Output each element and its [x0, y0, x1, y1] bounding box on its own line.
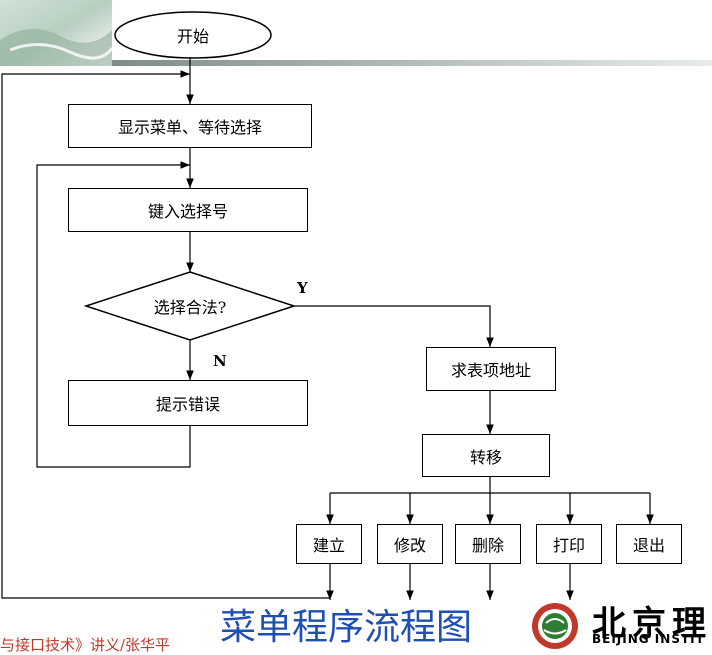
loop-inner — [36, 161, 191, 468]
show-menu-node: 显示菜单、等待选择 — [68, 104, 312, 148]
arrow-decision-lookup — [294, 305, 494, 347]
loop-outer — [1, 70, 330, 599]
start-node-shape — [114, 11, 272, 59]
start-node: 开始 — [176, 27, 209, 46]
error-prompt-node: 提示错误 — [68, 380, 308, 426]
no-label: N — [213, 352, 227, 370]
action-modify: 修改 — [377, 524, 443, 564]
slide-title: 菜单程序流程图 — [220, 607, 473, 648]
yes-label: Y — [297, 279, 308, 297]
header-bar — [112, 60, 712, 66]
university-logo-chinese: 北京理 — [592, 604, 712, 644]
university-logo-english: BEIJING INSTIT — [592, 632, 705, 646]
lookup-address-node: 求表项地址 — [426, 347, 556, 391]
decision-node: 选择合法? — [153, 298, 227, 317]
action-build: 建立 — [296, 524, 362, 564]
action-quit: 退出 — [616, 524, 682, 564]
footer-text: 与接口技术》讲义/张华平 — [0, 636, 171, 654]
action-print: 打印 — [536, 524, 602, 564]
university-emblem-icon — [532, 603, 578, 649]
decision-node-shape — [83, 271, 297, 341]
action-delete: 删除 — [455, 524, 521, 564]
input-choice-node: 键入选择号 — [68, 188, 308, 232]
header-decoration — [0, 0, 712, 66]
transfer-node: 转移 — [422, 434, 550, 477]
